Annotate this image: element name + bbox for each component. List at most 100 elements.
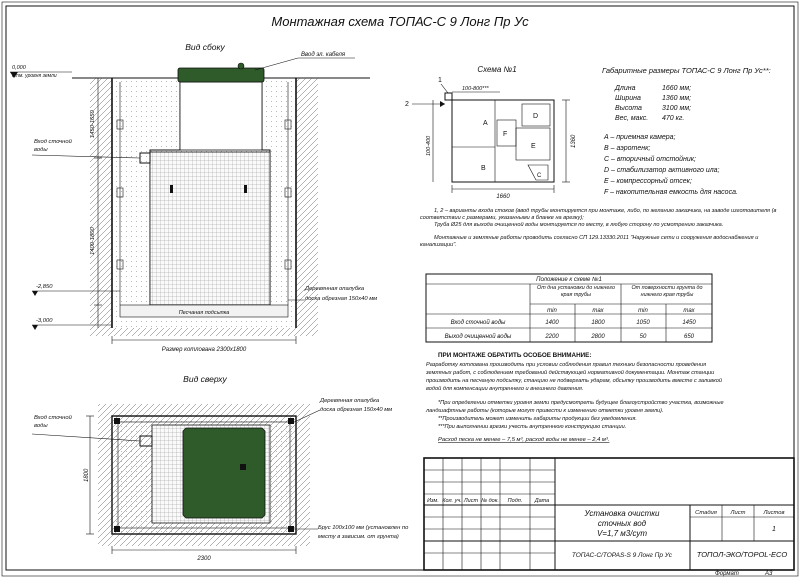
dim-inlet-range: 1400-1800 — [90, 227, 96, 255]
table-cell: 2800 — [590, 334, 605, 340]
table-row-label: Вход сточной воды — [451, 319, 506, 326]
flow-note: Расход песка не менее – 7,5 м³, расход в… — [438, 437, 609, 443]
dim-row-value: 470 кг. — [662, 115, 684, 122]
attention-line: Разработку котлована производить при усл… — [426, 362, 706, 368]
sheet-frame — [5, 5, 795, 571]
note-inlet-variants: 1, 2 – варианты входа стоков (ввод трубы… — [420, 208, 777, 221]
table-cell: 1050 — [636, 320, 650, 326]
tb-name-line1: Установка очистки — [583, 509, 660, 518]
lid-lock-icon — [240, 464, 246, 470]
tb-col-header: Подп. — [508, 498, 523, 504]
attention-line: производить на песчаную подсыпку, станци… — [426, 377, 722, 384]
tb-col-header: Изм. — [427, 498, 439, 504]
legend-item: A – приемная камера; — [603, 134, 676, 141]
scheme-label: Схема №1 — [477, 65, 516, 74]
table-caption: Положение к схеме №1 — [536, 276, 602, 283]
table-cell: 1800 — [591, 320, 605, 326]
notes: 1, 2 – варианты входа стоков (ввод трубы… — [420, 208, 777, 248]
ground-level-marker-icon — [10, 72, 18, 78]
table-subheader: min — [638, 308, 648, 314]
title-block: Изм. Кол. уч. Лист № док. Подп. Дата Уст… — [423, 457, 795, 571]
tb-col-header: Лист — [463, 498, 479, 504]
table-subheader: max — [592, 308, 604, 314]
position-table: Положение к схеме №1 От дна установки до… — [425, 273, 713, 343]
legend-item: E – компрессорный отсек; — [604, 177, 692, 185]
dim-row-label: Вес, макс. — [615, 115, 648, 122]
scheme-outline — [451, 99, 555, 183]
sand-bed-label: Песчаная подсыпка — [179, 310, 230, 316]
tb-stage-header: Стадия — [695, 510, 717, 516]
marker-2: 2 — [405, 101, 409, 108]
lid-handle-icon — [237, 62, 245, 70]
tb-col-header: № док. — [481, 498, 499, 504]
table-subheader: max — [683, 308, 695, 314]
dimensions-heading: Габаритные размеры ТОПАС-С 9 Лонг Пр Ус*… — [602, 66, 771, 75]
station-top-lid — [182, 427, 266, 519]
level-3000: -3,000 — [36, 318, 53, 324]
top-dim-height: 1800 — [84, 468, 90, 482]
legend-item: D – стабилизатор активного ила; — [604, 166, 720, 174]
attention-block: ПРИ МОНТАЖЕ ОБРАТИТЬ ОСОБОЕ ВНИМАНИЕ: Ра… — [425, 352, 724, 443]
pit-size-label: Размер котлована 2300х1800 — [162, 347, 247, 353]
top-view: Вид сверху Вход сточной воды Деревянная … — [31, 374, 409, 562]
format-value: А3 — [764, 571, 773, 577]
compartment-A: A — [483, 120, 488, 127]
station-lid — [177, 67, 265, 83]
level-2850: -2,850 — [36, 284, 53, 290]
scheme-1: Схема №1 A B C D E F 1 2 100-800*** 100-… — [405, 65, 577, 200]
level-marker-icon — [32, 291, 38, 296]
legend-item: C – вторичный отстойник; — [604, 155, 696, 163]
side-formwork-label-1: Деревянная опалубка — [304, 286, 365, 292]
tb-sheets-value: 1 — [772, 526, 776, 533]
dimensions-block: Габаритные размеры ТОПАС-С 9 Лонг Пр Ус*… — [602, 66, 771, 122]
scheme-dim-width: 1360 — [571, 134, 577, 148]
beam-label-2: месту в зависим. от грунта) — [318, 534, 399, 540]
compartment-D: D — [533, 113, 538, 120]
legend-item: B – аэротенк; — [604, 145, 650, 152]
table-cell: 2200 — [544, 334, 559, 340]
legend: A – приемная камера; B – аэротенк; C – в… — [603, 134, 738, 196]
dim-row-value: 3100 мм; — [662, 105, 691, 112]
ground-level-value: 0,000 — [12, 65, 27, 71]
table-subheader: min — [547, 308, 557, 314]
attention-heading: ПРИ МОНТАЖЕ ОБРАТИТЬ ОСОБОЕ ВНИМАНИЕ: — [438, 352, 591, 359]
ground-level-text: отм. уровня земли — [12, 73, 57, 79]
dim-row-label: Ширина — [615, 95, 641, 102]
table-cell: 1400 — [545, 320, 559, 326]
tb-name-line3: V=1,7 м3/сут — [597, 529, 647, 538]
tb-col-header: Кол. уч. — [442, 498, 461, 504]
dim-top-range: 1450-1650 — [90, 110, 96, 138]
table-cell: 50 — [640, 334, 647, 340]
dim-row-value: 1360 мм; — [662, 95, 691, 102]
compartment-E: E — [531, 143, 536, 150]
dim-row-label: Длина — [614, 85, 636, 92]
tb-sheet-header: Лист — [730, 510, 746, 516]
top-view-label: Вид сверху — [183, 374, 227, 384]
scheme-dim-top: 100-800*** — [462, 86, 489, 92]
compartment-F: F — [503, 131, 507, 138]
tb-name-line2: сточных вод — [598, 519, 647, 528]
marker-1: 1 — [438, 77, 442, 84]
tb-product: ТОПАС-С/TOPAS-S 9 Лонг Пр Ус — [572, 552, 673, 559]
top-inlet-label-1: Вход сточной — [34, 414, 73, 421]
note-outlet-pipe: Труба Ø25 для выхода очищенной воды монт… — [434, 222, 724, 228]
side-formwork-label-2: доска обрезная 150х40 мм — [305, 296, 377, 302]
table-group2-header: От поверхности грунта до нижнего края тр… — [631, 285, 703, 298]
side-view: Вид сбоку 0,000 отм. уровня земли — [10, 42, 377, 353]
top-dim-width: 2300 — [196, 556, 211, 562]
sand-bed — [119, 304, 289, 318]
legend-item: F – накопительная емкость для насоса. — [604, 188, 738, 196]
table-cell: 1450 — [682, 320, 696, 326]
note-standards: Монтажные и земляные работы проводить со… — [420, 235, 759, 248]
level-marker-icon — [32, 325, 38, 330]
drawing-title: Монтажная схема ТОПАС-С 9 Лонг Пр Ус — [271, 14, 529, 29]
note-star3: ***При выполнении врезки учесть внутренн… — [438, 424, 626, 430]
top-inlet-label-2: воды — [34, 423, 48, 429]
side-view-label: Вид сбоку — [185, 42, 225, 52]
note-star1b: ландшафтные работы (которые могут привес… — [425, 408, 664, 414]
note-star1: *При определении отметки уровня земли пр… — [438, 399, 724, 406]
attention-line: водой для компенсации внутреннего и внеш… — [426, 385, 583, 392]
dim-row-label: Высота — [615, 105, 642, 112]
